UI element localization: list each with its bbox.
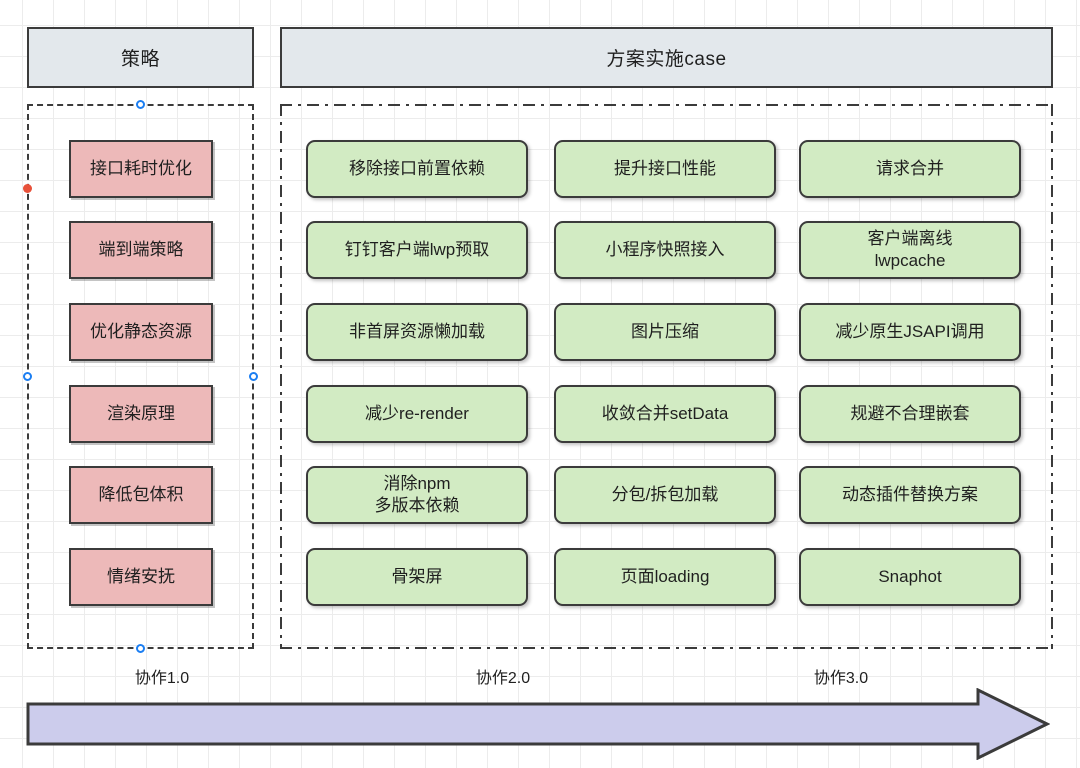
timeline-label-phase-2: 协作2.0: [475, 670, 531, 687]
case-node-text: 骨架屏: [391, 566, 443, 586]
selection-handle-right[interactable]: [249, 372, 258, 381]
case-node[interactable]: 图片压缩: [554, 303, 776, 361]
selection-handle-bottom[interactable]: [136, 644, 145, 653]
timeline-label-phase-1: 协作1.0: [134, 670, 190, 687]
case-node[interactable]: 骨架屏: [306, 548, 528, 606]
case-node-text: 提升接口性能: [614, 158, 716, 178]
header-strategy[interactable]: 策略: [27, 27, 254, 88]
case-node-text: 减少原生JSAPI调用: [835, 321, 985, 341]
case-node[interactable]: 减少原生JSAPI调用: [799, 303, 1021, 361]
timeline-arrow[interactable]: [26, 688, 1050, 760]
case-node[interactable]: 移除接口前置依赖: [306, 140, 528, 198]
strategy-node[interactable]: 接口耗时优化: [69, 140, 213, 198]
connection-anchor-point[interactable]: [23, 184, 32, 193]
case-node-text: 非首屏资源懒加载: [349, 321, 485, 341]
case-node[interactable]: 规避不合理嵌套: [799, 385, 1021, 443]
strategy-node[interactable]: 渲染原理: [69, 385, 213, 443]
case-node[interactable]: 小程序快照接入: [554, 221, 776, 279]
case-node[interactable]: 页面loading: [554, 548, 776, 606]
case-node[interactable]: Snaphot: [799, 548, 1021, 606]
case-node[interactable]: 减少re-render: [306, 385, 528, 443]
case-node[interactable]: 非首屏资源懒加载: [306, 303, 528, 361]
header-cases[interactable]: 方案实施case: [280, 27, 1053, 88]
case-node[interactable]: 请求合并: [799, 140, 1021, 198]
case-node-text: Snaphot: [878, 566, 942, 586]
strategy-node[interactable]: 端到端策略: [69, 221, 213, 279]
case-node-text: 减少re-render: [365, 403, 469, 423]
case-node-text: 规避不合理嵌套: [850, 403, 970, 423]
case-node[interactable]: 分包/拆包加载: [554, 466, 776, 524]
case-node-text: 钉钉客户端lwp预取: [344, 239, 490, 259]
timeline-label-phase-3: 协作3.0: [813, 670, 869, 687]
case-node-text: 分包/拆包加载: [611, 484, 719, 504]
case-node[interactable]: 动态插件替换方案: [799, 466, 1021, 524]
case-node-text: 请求合并: [876, 158, 944, 178]
case-node-text: 移除接口前置依赖: [349, 158, 485, 178]
strategy-node[interactable]: 情绪安抚: [69, 548, 213, 606]
case-node[interactable]: 提升接口性能: [554, 140, 776, 198]
case-node-text: 页面loading: [620, 566, 710, 586]
case-node-text: 图片压缩: [631, 321, 699, 341]
selection-handle-left[interactable]: [23, 372, 32, 381]
selection-handle-top[interactable]: [136, 100, 145, 109]
strategy-node[interactable]: 降低包体积: [69, 466, 213, 524]
strategy-node[interactable]: 优化静态资源: [69, 303, 213, 361]
case-node[interactable]: 收敛合并setData: [554, 385, 776, 443]
case-node-text: 小程序快照接入: [605, 239, 725, 259]
case-node[interactable]: 钉钉客户端lwp预取: [306, 221, 528, 279]
case-node-text: 动态插件替换方案: [842, 484, 978, 504]
arrow-shape: [26, 688, 1050, 760]
case-node-text: 收敛合并setData: [601, 403, 729, 423]
